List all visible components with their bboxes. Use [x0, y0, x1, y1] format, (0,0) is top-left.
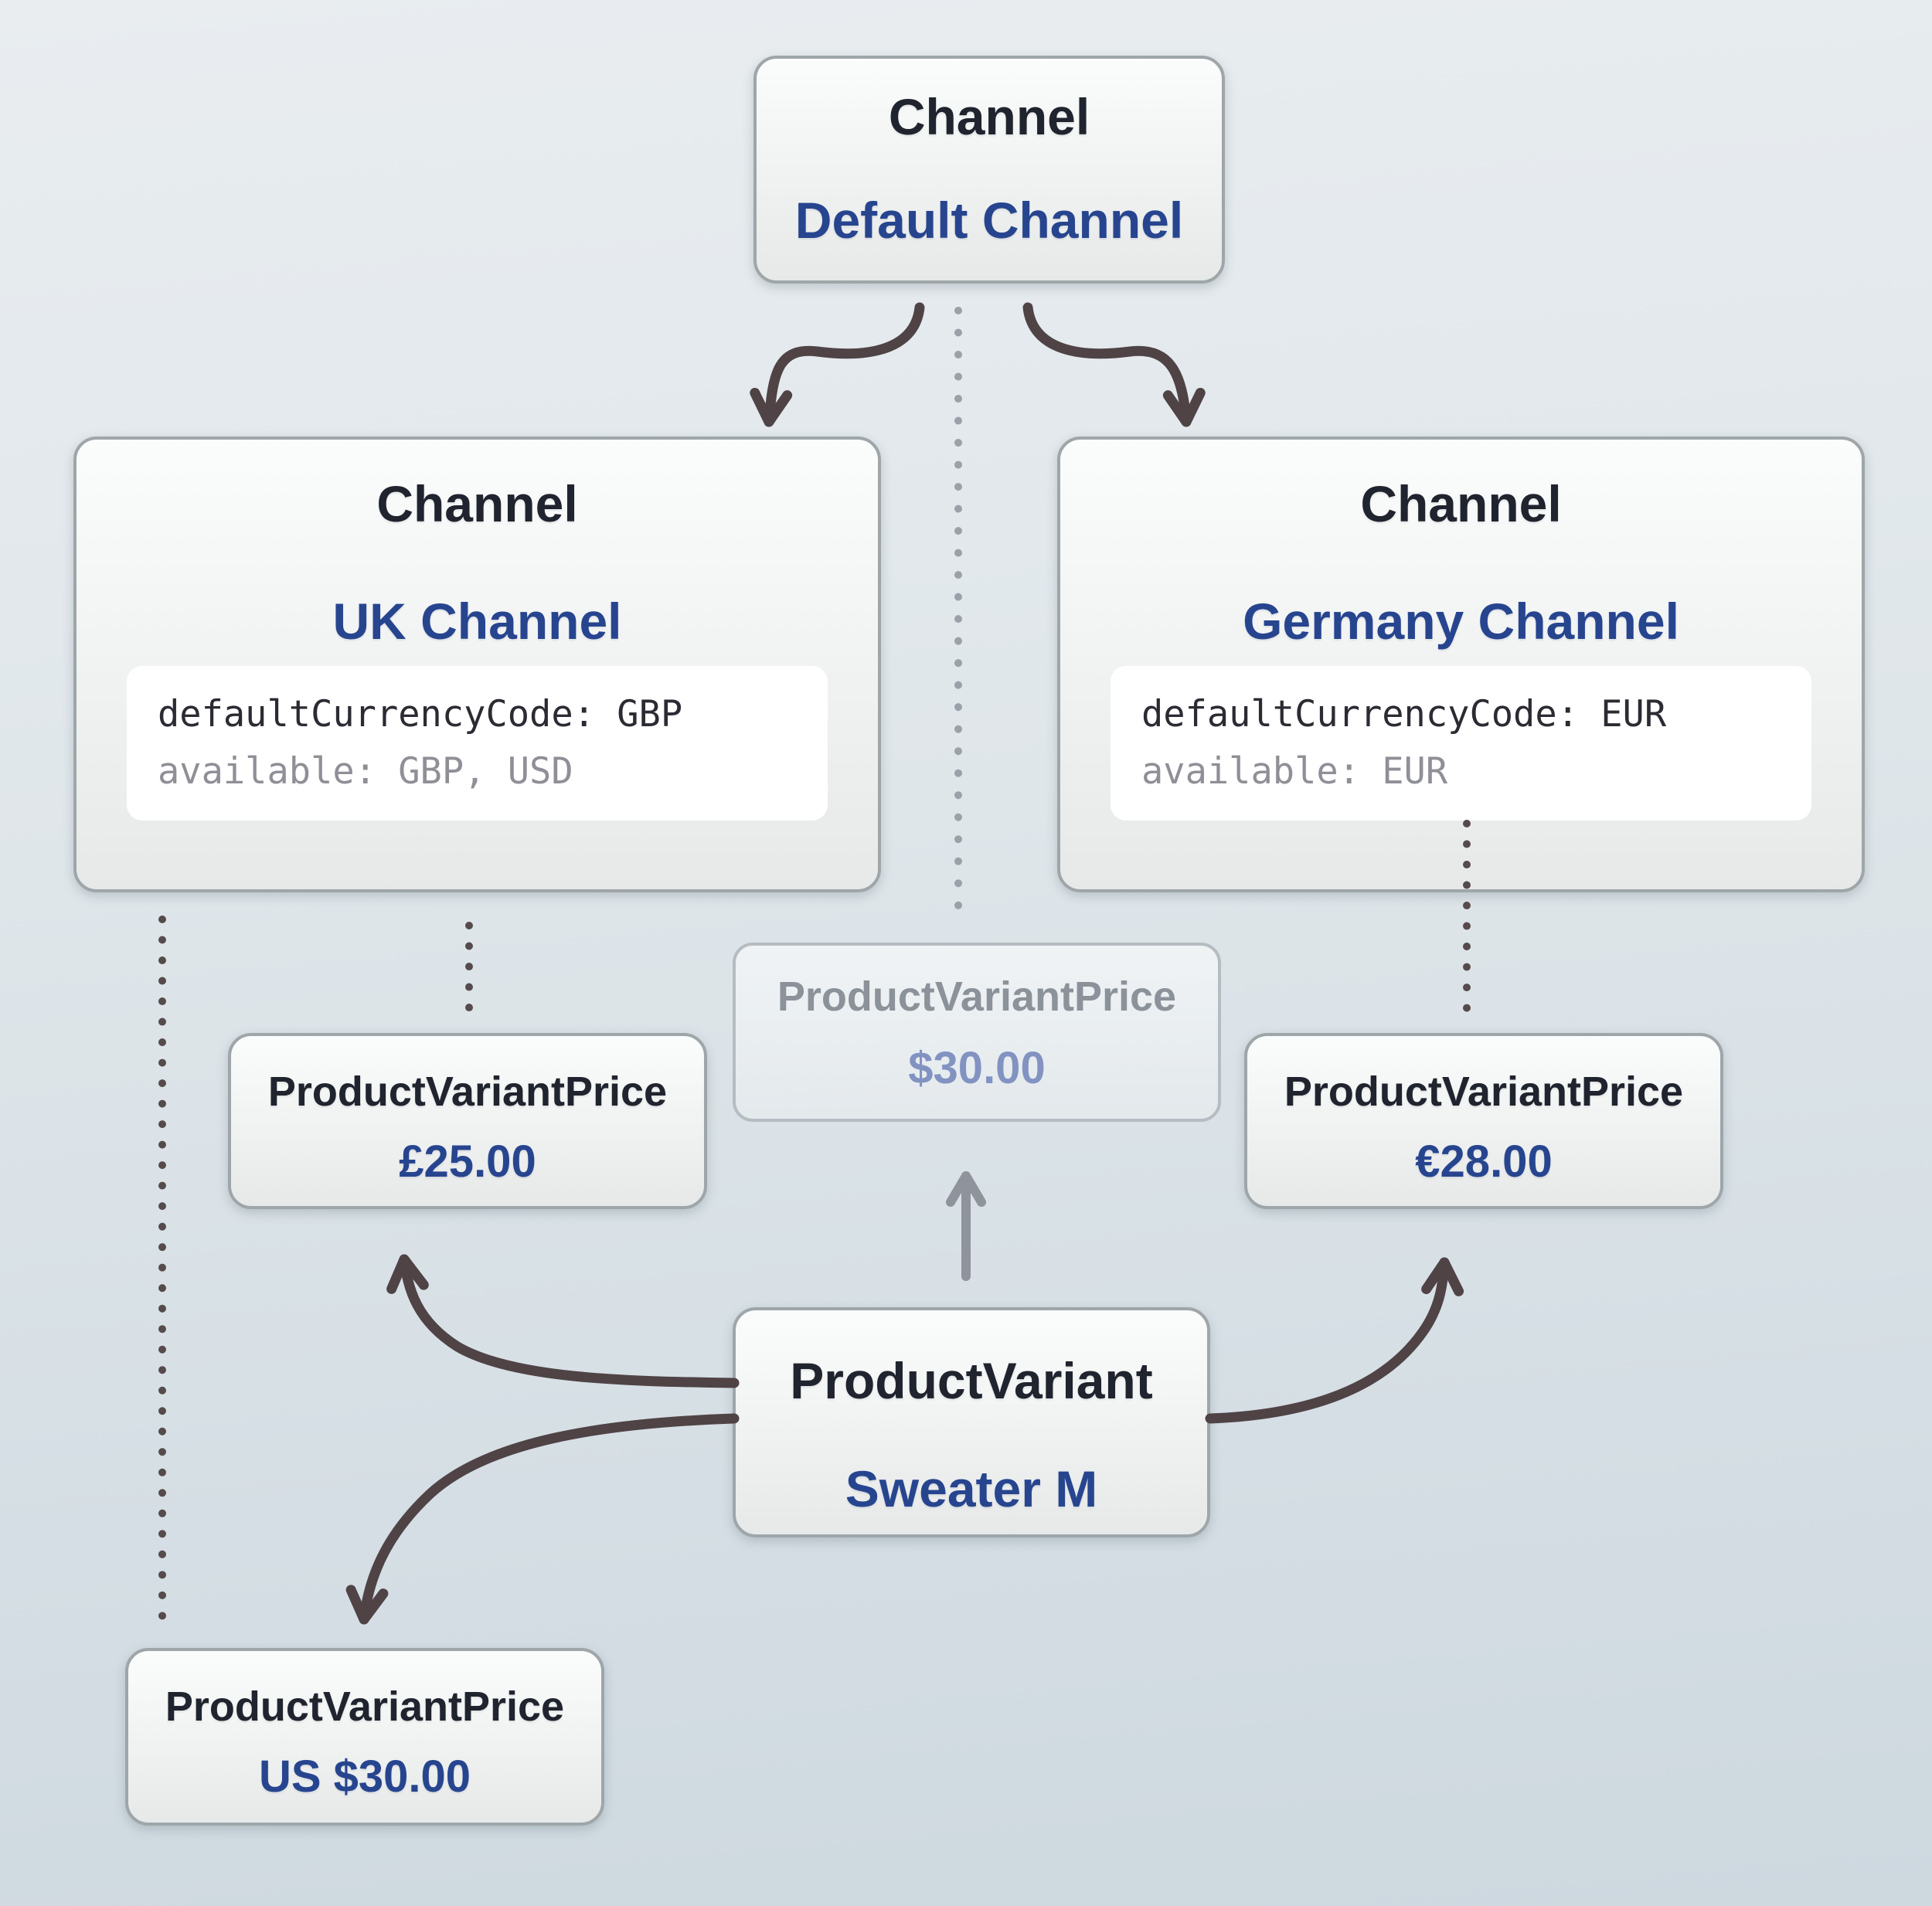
- channel-name: UK Channel: [332, 593, 622, 650]
- germany-price-node: ProductVariantPrice €28.00: [1244, 1033, 1723, 1209]
- channel-name: Default Channel: [794, 192, 1184, 249]
- price-value: US $30.00: [258, 1751, 471, 1802]
- arrow-product-variant-to-germany-price: [1205, 1257, 1464, 1424]
- price-value: £25.00: [399, 1136, 536, 1187]
- variant-name: Sweater M: [845, 1460, 1098, 1517]
- default-currency-line: defaultCurrencyCode: EUR: [1141, 693, 1667, 736]
- entity-type-label: Channel: [376, 475, 578, 532]
- arrow-product-variant-to-uk-price: [386, 1254, 740, 1388]
- arrow-product-variant-to-us-price: [345, 1413, 740, 1625]
- uk-price-node: ProductVariantPrice £25.00: [228, 1033, 707, 1209]
- available-currencies-line: available: GBP, USD: [158, 750, 573, 793]
- entity-type-label: Channel: [888, 88, 1090, 145]
- default-currency-line: defaultCurrencyCode: GBP: [158, 693, 683, 736]
- arrow-default-channel-to-germany-channel: [1022, 302, 1206, 427]
- currency-code-panel: defaultCurrencyCode: EUR available: EUR: [1111, 666, 1811, 820]
- entity-type-label: ProductVariant: [790, 1352, 1153, 1409]
- currency-code-panel: defaultCurrencyCode: GBP available: GBP,…: [127, 666, 828, 820]
- available-currencies-line: available: EUR: [1141, 750, 1448, 793]
- default-channel-node: Channel Default Channel: [753, 56, 1225, 284]
- entity-type-label: ProductVariantPrice: [165, 1683, 565, 1730]
- price-value: €28.00: [1415, 1136, 1553, 1187]
- product-variant-node: ProductVariant Sweater M: [733, 1307, 1210, 1537]
- default-price-node: ProductVariantPrice $30.00: [733, 943, 1221, 1122]
- price-value: $30.00: [908, 1043, 1046, 1093]
- entity-type-label: Channel: [1360, 475, 1562, 532]
- entity-type-label: ProductVariantPrice: [777, 973, 1177, 1020]
- uk-channel-node: Channel UK Channel defaultCurrencyCode: …: [73, 437, 881, 892]
- entity-type-label: ProductVariantPrice: [1284, 1069, 1684, 1115]
- channel-name: Germany Channel: [1243, 593, 1679, 650]
- entity-type-label: ProductVariantPrice: [267, 1069, 668, 1115]
- us-price-node: ProductVariantPrice US $30.00: [125, 1648, 604, 1826]
- germany-channel-node: Channel Germany Channel defaultCurrencyC…: [1057, 437, 1865, 892]
- arrow-default-channel-to-uk-channel: [750, 302, 925, 427]
